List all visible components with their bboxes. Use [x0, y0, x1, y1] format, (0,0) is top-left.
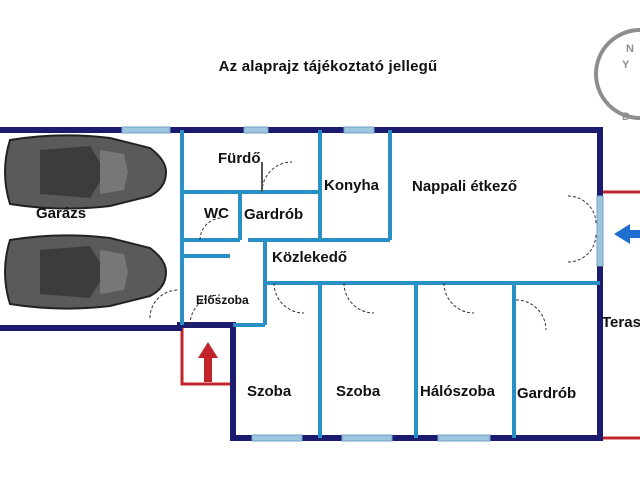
terrace-arrow-icon — [614, 224, 640, 244]
window-room-2 — [341, 434, 393, 442]
window-garage — [121, 126, 171, 134]
car-bottom — [4, 234, 168, 310]
label-entrance-hall: Előszoba — [196, 293, 249, 307]
watermark-letter-d: D — [622, 111, 630, 123]
label-room-2: Szoba — [336, 383, 381, 400]
label-bathroom: Fürdő — [218, 150, 261, 167]
label-garage: Garázs — [36, 205, 87, 222]
watermark-logo: N Y D — [594, 28, 640, 123]
car-top — [4, 134, 168, 210]
windows — [121, 126, 604, 442]
window-bathroom — [243, 126, 269, 134]
label-bedroom: Hálószoba — [420, 383, 496, 400]
label-living-dining: Nappali étkező — [412, 178, 518, 195]
window-room-1 — [251, 434, 303, 442]
label-wardrobe-large: Gardrób — [517, 385, 577, 402]
watermark-letter-y: Y — [622, 59, 630, 71]
window-kitchen — [343, 126, 375, 134]
label-wardrobe-small: Gardrób — [244, 206, 304, 223]
entry-arrow-icon — [198, 342, 218, 382]
doors — [149, 161, 597, 331]
plan-disclaimer-title: Az alaprajz tájékoztató jellegű — [218, 58, 438, 75]
watermark-letter-n: N — [626, 43, 634, 55]
window-terrace-door — [596, 195, 604, 267]
window-bedroom — [437, 434, 491, 442]
inner-walls — [180, 130, 600, 438]
label-wc: WC — [204, 205, 229, 222]
terrace-outline — [180, 190, 640, 440]
label-kitchen: Konyha — [324, 177, 380, 194]
label-hallway: Közlekedő — [272, 249, 348, 266]
label-room-1: Szoba — [247, 383, 292, 400]
label-terrace: Terasz — [602, 314, 640, 331]
